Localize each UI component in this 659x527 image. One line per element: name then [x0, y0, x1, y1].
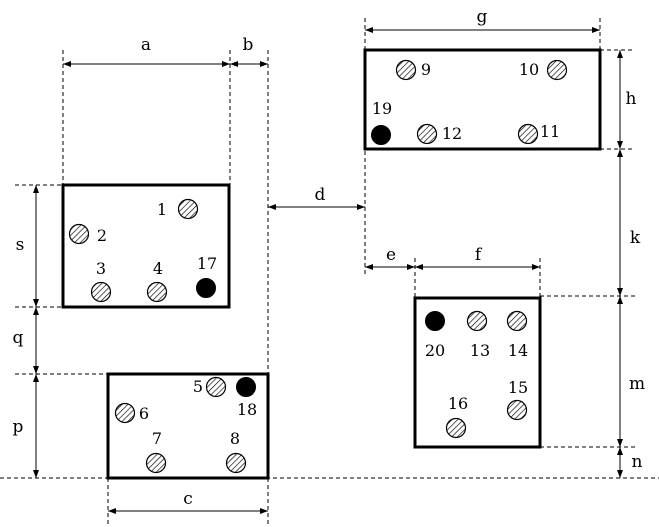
hole-2-label: 2	[97, 226, 107, 245]
hole-17: 17	[196, 254, 217, 298]
hole-16-label: 16	[448, 394, 468, 413]
hole-5-hatched-circle	[205, 376, 227, 398]
dim-line-f	[415, 264, 540, 270]
hole-9-label: 9	[421, 60, 431, 79]
hole-20: 20	[425, 311, 445, 360]
dim-label-a: a	[141, 35, 151, 55]
dim-line-b	[230, 61, 268, 67]
hole-1-label: 1	[157, 200, 167, 219]
hole-3: 3	[90, 259, 112, 303]
hole-3-label: 3	[96, 259, 106, 278]
dim-label-s: s	[16, 235, 25, 255]
dim-label-e: e	[386, 245, 396, 265]
hole-2: 2	[68, 223, 107, 245]
dim-label-m: m	[629, 374, 645, 394]
hole-8-label: 8	[230, 429, 240, 448]
hole-10-label: 10	[519, 60, 539, 79]
hole-12: 12	[416, 123, 462, 145]
hole-6-label: 6	[139, 404, 149, 423]
hole-1: 1	[157, 198, 199, 220]
hole-14-hatched-circle	[506, 310, 528, 332]
dim-line-h	[617, 50, 623, 149]
dim-line-p	[33, 374, 39, 478]
hole-5: 5	[193, 376, 227, 398]
hole-15: 15	[506, 378, 528, 421]
hole-19-solid-circle	[371, 125, 391, 145]
hole-14: 14	[506, 310, 528, 360]
hole-2-hatched-circle	[68, 223, 90, 245]
hole-19: 19	[371, 99, 392, 145]
hole-12-label: 12	[442, 124, 462, 143]
hole-11-hatched-circle	[517, 123, 539, 145]
dim-line-s	[33, 185, 39, 307]
dim-label-n: n	[632, 452, 643, 472]
hole-14-label: 14	[508, 341, 528, 360]
dim-line-c	[108, 508, 268, 514]
dim-label-b: b	[243, 35, 254, 55]
dim-label-q: q	[13, 328, 24, 348]
dim-line-e	[365, 264, 415, 270]
hole-3-hatched-circle	[90, 281, 112, 303]
hole-20-solid-circle	[425, 311, 445, 331]
dim-label-k: k	[630, 228, 641, 248]
hole-6-hatched-circle	[114, 402, 136, 424]
hole-5-label: 5	[193, 377, 203, 396]
dimension-lines	[33, 27, 623, 514]
dim-label-p: p	[13, 417, 24, 437]
dim-label-f: f	[475, 245, 483, 265]
hole-7-hatched-circle	[145, 452, 167, 474]
hole-12-hatched-circle	[416, 123, 438, 145]
hole-9: 9	[395, 59, 431, 81]
hole-8: 8	[225, 429, 247, 474]
hole-17-label: 17	[197, 254, 217, 273]
hole-4: 4	[146, 259, 168, 303]
hole-11-label: 11	[540, 122, 560, 141]
dim-label-d: d	[315, 185, 326, 205]
dim-line-m	[617, 296, 623, 447]
hole-13-label: 13	[470, 341, 490, 360]
hole-10: 10	[519, 59, 568, 81]
hole-16: 16	[445, 394, 468, 439]
hole-18-label: 18	[237, 400, 257, 419]
hole-15-hatched-circle	[506, 399, 528, 421]
hole-18-solid-circle	[236, 377, 256, 397]
hole-13-hatched-circle	[466, 310, 488, 332]
hole-16-hatched-circle	[445, 417, 467, 439]
hole-1-hatched-circle	[177, 198, 199, 220]
hole-18: 18	[236, 377, 257, 419]
hole-17-solid-circle	[196, 278, 216, 298]
dim-line-q	[33, 307, 39, 374]
hole-19-label: 19	[372, 99, 392, 118]
dim-line-k	[617, 149, 623, 296]
dim-line-n	[617, 447, 623, 478]
dim-label-h: h	[626, 89, 637, 109]
hole-6: 6	[114, 402, 149, 424]
dim-line-d	[268, 204, 365, 210]
dim-label-g: g	[477, 7, 488, 27]
hole-7-label: 7	[152, 429, 162, 448]
hole-7: 7	[145, 429, 167, 474]
dim-line-a	[63, 61, 230, 67]
hole-11: 11	[517, 122, 560, 145]
hole-15-label: 15	[508, 378, 528, 397]
hole-8-hatched-circle	[225, 452, 247, 474]
hole-9-hatched-circle	[395, 59, 417, 81]
hole-20-label: 20	[425, 341, 445, 360]
hole-10-hatched-circle	[546, 59, 568, 81]
hole-13: 13	[466, 310, 490, 360]
hole-4-hatched-circle	[146, 281, 168, 303]
dim-label-c: c	[183, 489, 193, 509]
hole-4-label: 4	[153, 259, 163, 278]
dim-line-g	[365, 27, 600, 33]
